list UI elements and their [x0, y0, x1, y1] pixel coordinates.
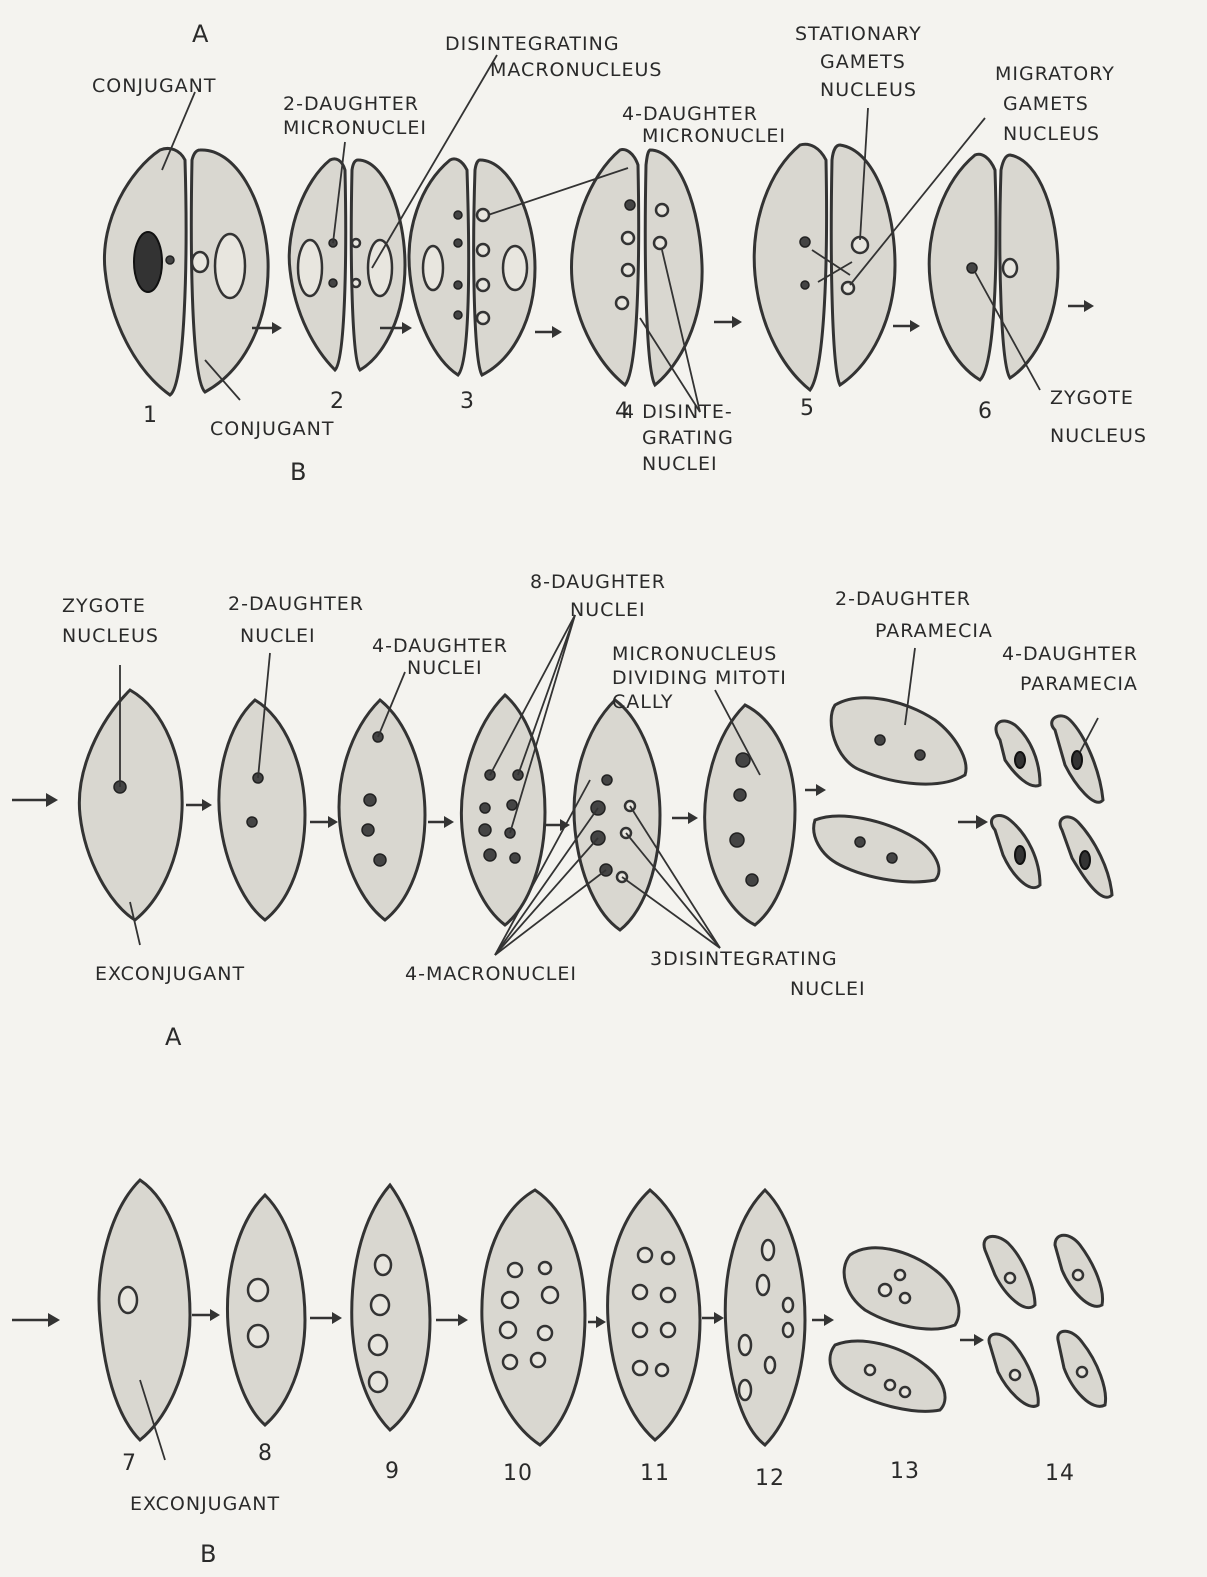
label-line: MIGRATORY [995, 63, 1115, 85]
label-4-daughter-paramecia: 4-DAUGHTER PARAMECIA [1002, 643, 1138, 695]
label-line: MICRONUCLEI [642, 125, 786, 147]
label-exconjugant-bottom: EXCONJUGANT [130, 1493, 280, 1515]
stage-number-10: 10 [503, 1461, 533, 1486]
label-zygote-nucleus-middle: ZYGOTE NUCLEUS [62, 595, 159, 647]
label-exconjugant-middle: EXCONJUGANT [95, 963, 245, 985]
label-line: PARAMECIA [875, 620, 993, 642]
label-line: NUCLEI [790, 978, 866, 1000]
label-zygote-nucleus-top: ZYGOTE NUCLEUS [1050, 387, 1147, 447]
label-line: NUCLEI [240, 625, 316, 647]
label-line: 2-DAUGHTER [835, 588, 971, 610]
label-line: ZYGOTE [1050, 387, 1134, 409]
label-line: DISINTEGRATING [445, 33, 620, 55]
label-2-daughter-nuclei: 2-DAUGHTER NUCLEI [228, 593, 364, 647]
label-3-disintegrating-nuclei: 3DISINTEGRATING NUCLEI [650, 948, 866, 1000]
stage-number-6: 6 [978, 399, 993, 424]
stage-5-conjugants [754, 144, 895, 390]
label-line: NUCLEUS [62, 625, 159, 647]
label-line: 3DISINTEGRATING [650, 948, 838, 970]
stage-1-conjugants [104, 148, 268, 395]
label-a-top: A [192, 20, 209, 48]
stage-6-conjugants [929, 154, 1058, 380]
label-line: GAMETS [1003, 93, 1089, 115]
label-line: MICRONUCLEI [283, 117, 427, 139]
label-4-macronuclei: 4-MACRONUCLEI [405, 963, 577, 985]
label-line: 4-DAUGHTER [372, 635, 508, 657]
top-row: A CONJUGANT DISINTEGRATING MACRONUCLEUS 2… [92, 20, 1147, 486]
stage-3-conjugants [409, 159, 535, 375]
stage-number-1: 1 [143, 403, 158, 428]
label-line: 2-DAUGHTER [283, 93, 419, 115]
label-b-bottom: B [200, 1540, 217, 1568]
label-line: ZYGOTE [62, 595, 146, 617]
label-line: 4-DAUGHTER [1002, 643, 1138, 665]
label-b-top: B [290, 458, 307, 486]
stage-number-11: 11 [640, 1461, 670, 1486]
stage-number-8: 8 [258, 1441, 273, 1466]
label-conjugant-top: CONJUGANT [92, 75, 216, 97]
label-line: MACRONUCLEUS [490, 59, 662, 81]
label-stationary-gamets-nucleus: STATIONARY GAMETS NUCLEUS [795, 23, 922, 101]
label-line: STATIONARY [795, 23, 922, 45]
label-line: PARAMECIA [1020, 673, 1138, 695]
stage-number-14: 14 [1045, 1461, 1075, 1486]
label-line: NUCLEUS [1003, 123, 1100, 145]
label-line: NUCLEI [407, 657, 483, 679]
stage-number-3: 3 [460, 389, 475, 414]
label-line: NUCLEUS [820, 79, 917, 101]
label-line: CALLY [612, 691, 674, 713]
stage-number-13: 13 [890, 1459, 920, 1484]
label-a-middle: A [165, 1023, 182, 1051]
label-line: NUCLEI [642, 453, 718, 475]
label-line: 2-DAUGHTER [228, 593, 364, 615]
stage-number-2: 2 [330, 389, 345, 414]
stage-number-4: 4 [615, 399, 630, 424]
stage-4-conjugants [572, 150, 703, 385]
stage-number-9: 9 [385, 1459, 400, 1484]
stage-number-7: 7 [122, 1451, 137, 1476]
bottom-row: 7 8 9 10 11 12 13 14 EXCONJUGANT B [12, 1180, 1106, 1568]
label-line: 8-DAUGHTER [530, 571, 666, 593]
label-migratory-gamets-nucleus: MIGRATORY GAMETS NUCLEUS [995, 63, 1115, 145]
exconjugant-cell [79, 690, 182, 920]
label-line: DIVIDING MITOTI [612, 667, 787, 689]
label-line: GRATING [642, 427, 734, 449]
label-2-daughter-paramecia: 2-DAUGHTER PARAMECIA [835, 588, 993, 642]
label-line: NUCLEI [570, 599, 646, 621]
stage-number-5: 5 [800, 396, 815, 421]
label-line: GAMETS [820, 51, 906, 73]
label-line: NUCLEUS [1050, 425, 1147, 447]
label-4-disintegrating-nuclei: 4 DISINTE- GRATING NUCLEI [622, 401, 734, 475]
label-disintegrating-macronucleus: DISINTEGRATING MACRONUCLEUS [445, 33, 662, 81]
label-conjugant-bottom: CONJUGANT [210, 418, 334, 440]
label-line: 4 DISINTE- [622, 401, 733, 423]
middle-row: ZYGOTE NUCLEUS 2-DAUGHTER NUCLEI 4-DAUGHTE… [12, 571, 1138, 1051]
stage-2-conjugants [289, 159, 405, 370]
stage-number-12: 12 [755, 1466, 785, 1491]
label-8-daughter-nuclei: 8-DAUGHTER NUCLEI [530, 571, 666, 621]
label-line: MICRONUCLEUS [612, 643, 777, 665]
label-line: 4-DAUGHTER [622, 103, 758, 125]
